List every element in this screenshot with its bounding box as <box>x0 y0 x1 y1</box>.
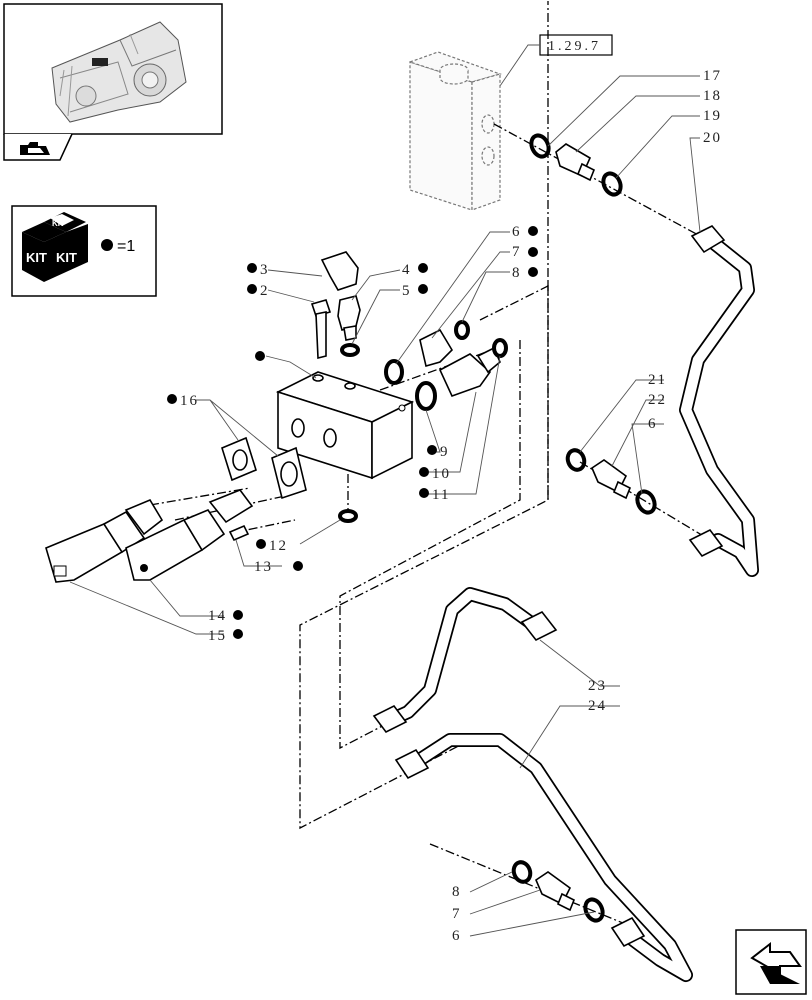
kit-dot-8-top <box>528 267 538 277</box>
kit-dot-14 <box>233 610 243 620</box>
callout-3: 3 <box>260 262 270 278</box>
callout-19: 19 <box>703 108 722 124</box>
oring-11 <box>492 338 508 358</box>
callout-9: 9 <box>440 444 450 460</box>
callout-7-top: 7 <box>512 244 522 260</box>
tractor-transmission-thumbnail <box>51 21 187 123</box>
callout-8-bottom: 8 <box>452 884 462 900</box>
oring-6 <box>384 359 404 385</box>
kit-dot-6-top <box>528 226 538 236</box>
kit-dot-9 <box>427 445 437 455</box>
callout-10: 10 <box>432 466 451 482</box>
kit-dot-15 <box>233 629 243 639</box>
kit-dot-2 <box>247 284 257 294</box>
oring-8 <box>454 320 470 340</box>
kit-dot-5 <box>418 284 428 294</box>
callout-2: 2 <box>260 283 270 299</box>
pipe-20 <box>679 225 759 577</box>
cap-3 <box>320 251 359 291</box>
screw-13 <box>228 524 250 542</box>
pipe-23 <box>372 587 558 734</box>
callout-21: 21 <box>648 372 667 388</box>
kit-dot-12 <box>256 539 266 549</box>
reference-tank <box>408 51 502 211</box>
reference-leader <box>499 44 540 87</box>
callout-12: 12 <box>269 538 288 554</box>
solenoid-valve-15 <box>125 489 254 581</box>
callout-15: 15 <box>208 628 227 644</box>
kit-equals-text: =1 <box>117 238 135 255</box>
thumbnail-panel[interactable] <box>3 3 223 161</box>
kit-badge-right: KIT <box>56 250 77 265</box>
callout-20: 20 <box>703 130 722 146</box>
kit-dot-10 <box>419 467 429 477</box>
callout-24: 24 <box>588 698 607 714</box>
fittings-bottom <box>511 860 605 923</box>
kit-dot-block <box>255 351 265 361</box>
callout-labels: 17 18 19 20 3 2 4 5 6 7 8 16 9 10 11 12 … <box>167 68 722 944</box>
callout-18: 18 <box>703 88 722 104</box>
assembly-axes <box>149 1 711 931</box>
oring-12 <box>338 509 358 523</box>
callout-7-bottom: 7 <box>452 906 462 922</box>
solenoid-valve-14 <box>45 498 164 583</box>
bolt-2 <box>310 299 332 360</box>
kit-dot-13 <box>293 561 303 571</box>
kit-dot-3 <box>247 263 257 273</box>
callout-6-top: 6 <box>512 224 522 240</box>
fitting-4 <box>337 295 361 341</box>
reference-box[interactable]: 1.29.7 <box>539 34 613 56</box>
callout-5: 5 <box>402 283 412 299</box>
kit-box-icon: KIT KIT KIT <box>22 212 88 282</box>
callout-13: 13 <box>254 559 273 575</box>
callout-22: 22 <box>648 392 667 408</box>
callout-6-right: 6 <box>648 416 658 432</box>
fitting-7 <box>419 328 454 368</box>
callout-23: 23 <box>588 678 607 694</box>
callout-4: 4 <box>402 262 412 278</box>
fittings-top <box>529 133 623 197</box>
fitting-10 <box>438 346 501 397</box>
oring-9 <box>415 381 437 411</box>
kit-dot-7-top <box>528 247 538 257</box>
callout-14: 14 <box>208 608 227 624</box>
callout-16: 16 <box>180 393 199 409</box>
reference-box-label: 1.29.7 <box>548 39 601 54</box>
callout-17: 17 <box>703 68 722 84</box>
pipe-24 <box>394 733 693 982</box>
kit-dot-16 <box>167 394 177 404</box>
folder-icon[interactable] <box>20 142 50 155</box>
next-page-arrow-icon[interactable] <box>735 929 807 995</box>
gasket-16 <box>221 436 307 500</box>
kit-marker-dot <box>101 239 113 251</box>
leader-lines <box>69 75 701 937</box>
valve-block <box>275 371 415 480</box>
kit-badge-left: KIT <box>26 250 47 265</box>
oring-5 <box>340 343 360 357</box>
kit-dot-11 <box>419 488 429 498</box>
callout-11: 11 <box>432 487 450 503</box>
kit-legend: KIT KIT KIT =1 <box>11 205 157 297</box>
fittings-mid-right <box>565 448 657 515</box>
callout-8-top: 8 <box>512 265 522 281</box>
callout-6-bottom: 6 <box>452 928 462 944</box>
kit-dot-4 <box>418 263 428 273</box>
kit-badge-top: KIT <box>52 219 65 228</box>
